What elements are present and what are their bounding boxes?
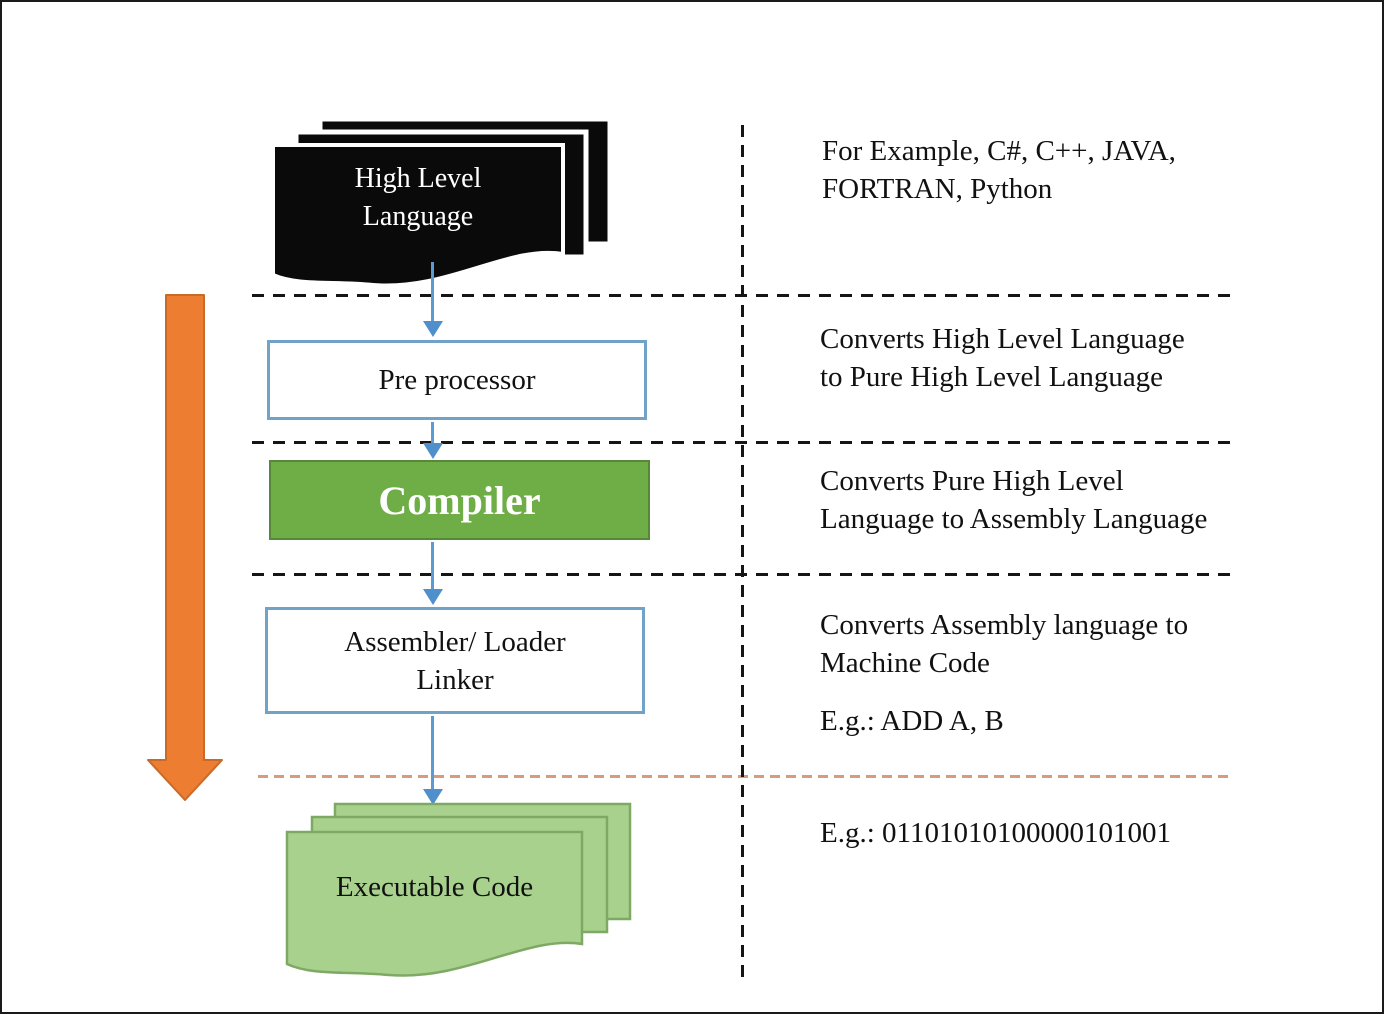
annotation-line: Language to Assembly Language bbox=[820, 503, 1208, 535]
high-level-language-label-line1: High Level bbox=[354, 163, 482, 194]
process-direction-arrow-icon bbox=[147, 294, 223, 801]
annotation-line: Converts Assembly language to bbox=[820, 609, 1189, 641]
flow-arrow-icon-4 bbox=[431, 716, 434, 790]
flow-arrow-icon-2 bbox=[431, 422, 434, 444]
executable-code-node: Executable Code bbox=[292, 868, 577, 906]
annotation-line: to Pure High Level Language bbox=[820, 361, 1164, 393]
annotation-line: For Example, C#, C++, JAVA, bbox=[822, 135, 1176, 167]
annotation-line: E.g.: 01101010100000101001 bbox=[820, 817, 1171, 849]
annotation-assembler: Converts Assembly language to Machine Co… bbox=[820, 606, 1270, 740]
preprocessor-node: Pre processor bbox=[267, 340, 647, 420]
assembler-label-line1: Assembler/ Loader bbox=[344, 625, 566, 658]
compiler-label: Compiler bbox=[378, 477, 541, 523]
annotation-machine-code-example: E.g.: 01101010100000101001 bbox=[820, 814, 1280, 852]
flow-arrow-icon-3 bbox=[431, 542, 434, 590]
machine-code-divider-line bbox=[258, 775, 1234, 778]
preprocessor-label: Pre processor bbox=[378, 364, 536, 396]
executable-code-document-stack-icon bbox=[285, 802, 632, 977]
annotation-assembly-example: E.g.: ADD A, B bbox=[820, 705, 1004, 737]
high-level-language-node: High Level Language bbox=[278, 160, 558, 236]
annotation-divider-line bbox=[741, 125, 744, 982]
annotation-line: Machine Code bbox=[820, 647, 990, 679]
high-level-language-document-stack-icon bbox=[271, 116, 613, 288]
annotation-line: FORTRAN, Python bbox=[822, 173, 1053, 205]
annotation-line: Converts High Level Language bbox=[820, 323, 1185, 355]
annotation-preprocessor: Converts High Level Language to Pure Hig… bbox=[820, 320, 1270, 396]
flow-arrow-icon-1 bbox=[431, 262, 434, 322]
assembler-label-line2: Linker bbox=[416, 663, 494, 696]
assembler-node: Assembler/ Loader Linker bbox=[265, 607, 645, 714]
high-level-language-label-line2: Language bbox=[362, 201, 474, 232]
executable-code-label: Executable Code bbox=[335, 871, 534, 903]
annotation-examples-languages: For Example, C#, C++, JAVA, FORTRAN, Pyt… bbox=[822, 132, 1272, 208]
annotation-compiler: Converts Pure High Level Language to Ass… bbox=[820, 462, 1270, 538]
compiler-node: Compiler bbox=[269, 460, 650, 540]
annotation-line: Converts Pure High Level bbox=[820, 465, 1124, 497]
